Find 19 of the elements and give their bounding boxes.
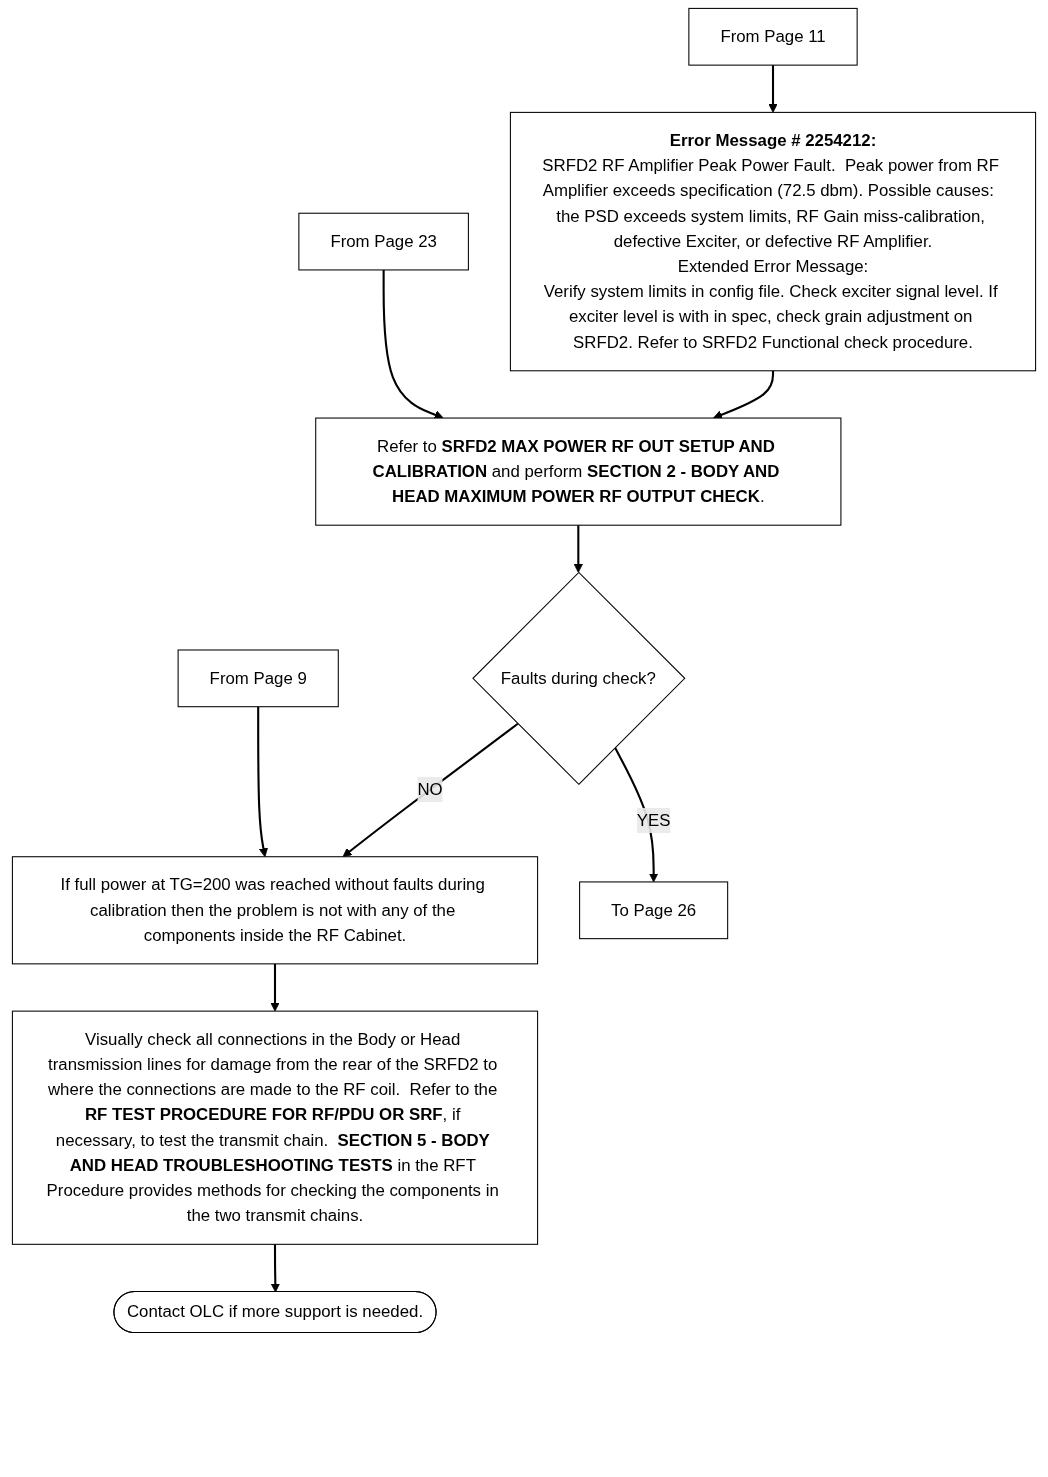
arrow — [270, 1244, 280, 1293]
arrow — [257, 706, 268, 858]
arrow — [270, 963, 280, 1012]
node-box: Visually check all connections in the Body or Head transmission lines for damage from the rear of the SRFD2 to where the connections are made to the RF coil. Refer to the RF TEST PROCEDURE FOR RF/PDU OR SRF, if necessary, to test the transmit chain. SECTION 5 - BODY AND HEAD TROUBLESHOOTING TESTS in the RFT Procedure provides methods for checking the components in the two transmit chains. — [11, 1010, 539, 1245]
node-box: Refer to SRFD2 MAX POWER RF OUT SETUP AND CALIBRATION and perform SECTION 2 - BODY AND HEAD MAXIMUM POWER RF OUTPUT CHECK. — [315, 417, 842, 526]
node-box: If full power at TG=200 was reached without faults during calibration then the problem is not with any of the components inside the RF Cabinet. — [11, 856, 539, 965]
arrow — [573, 525, 583, 573]
edge-label: YES — [636, 811, 671, 829]
node-box: Error Message # 2254212: SRFD2 RF Amplifier Peak Power Fault. Peak power from RF Amplifier exceeds specification (72.5 dbm). Possible causes: the PSD exceeds system limits, RF Gain miss-calibration, defective Exciter, or defective RF Amplifier. Extended Error Message: Verify system limits in config file. Check exciter signal level. If exciter level is with in spec, check grain adjustment on SRFD2. Refer to SRFD2 Functional check procedure. — [509, 111, 1037, 372]
node-box: From Page 11 — [688, 7, 858, 66]
node-box: From Page 23 — [298, 212, 469, 271]
arrow — [342, 722, 519, 858]
node-box: From Page 9 — [177, 649, 339, 708]
node-box: To Page 26 — [579, 881, 729, 940]
node-diamond: Faults during check? — [472, 571, 686, 785]
arrow — [768, 65, 778, 113]
edge-label: NO — [417, 780, 443, 799]
arrow — [382, 269, 444, 420]
arrow — [713, 370, 775, 420]
